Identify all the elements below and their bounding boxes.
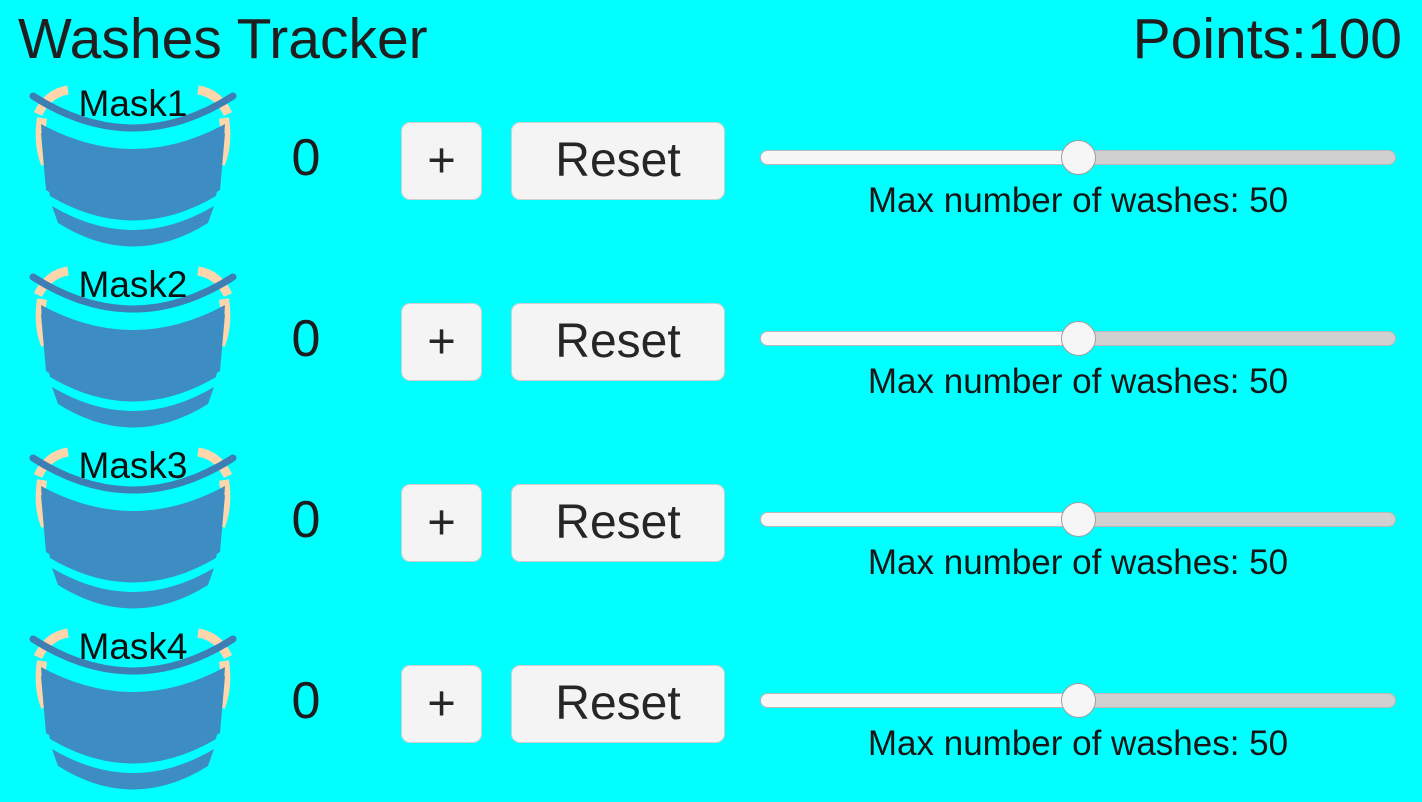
max-washes-slider[interactable] (760, 683, 1396, 718)
increment-button[interactable]: + (401, 484, 482, 562)
slider-track-fill (760, 693, 1078, 708)
wash-count: 0 (291, 129, 321, 187)
mask-icon-cell: Mask2 (8, 259, 258, 434)
face-mask-icon (29, 266, 237, 428)
face-mask-icon (29, 447, 237, 609)
mask-row: Mask1 0 + Reset Max number of washes: 50 (0, 78, 1422, 259)
slider-track-fill (760, 150, 1078, 165)
slider-thumb[interactable] (1060, 683, 1096, 718)
slider-thumb[interactable] (1060, 140, 1096, 175)
max-washes-slider-group: Max number of washes: 50 (760, 661, 1396, 786)
reset-button[interactable]: Reset (511, 484, 725, 562)
wash-count: 0 (291, 672, 321, 730)
slider-track-fill (760, 331, 1078, 346)
max-washes-slider-group: Max number of washes: 50 (760, 118, 1396, 243)
max-washes-slider-group: Max number of washes: 50 (760, 480, 1396, 605)
reset-button[interactable]: Reset (511, 303, 725, 381)
mask-icon-cell: Mask3 (8, 440, 258, 615)
reset-button[interactable]: Reset (511, 665, 725, 743)
slider-track-fill (760, 512, 1078, 527)
max-washes-slider[interactable] (760, 140, 1396, 175)
increment-button[interactable]: + (401, 303, 482, 381)
slider-thumb[interactable] (1060, 502, 1096, 537)
face-mask-icon (29, 85, 237, 247)
mask-rows-container: Mask1 0 + Reset Max number of washes: 50 (0, 78, 1422, 800)
mask-row: Mask4 0 + Reset Max number of washes: 50 (0, 621, 1422, 802)
max-washes-caption: Max number of washes: 50 (867, 181, 1289, 220)
face-mask-icon (29, 628, 237, 790)
max-washes-caption: Max number of washes: 50 (867, 362, 1289, 401)
max-washes-slider[interactable] (760, 321, 1396, 356)
slider-thumb[interactable] (1060, 321, 1096, 356)
max-washes-slider-group: Max number of washes: 50 (760, 299, 1396, 424)
max-washes-caption: Max number of washes: 50 (867, 543, 1289, 582)
increment-button[interactable]: + (401, 122, 482, 200)
app-header: Washes Tracker Points:100 (0, 0, 1422, 78)
mask-row: Mask3 0 + Reset Max number of washes: 50 (0, 440, 1422, 621)
max-washes-slider[interactable] (760, 502, 1396, 537)
reset-button[interactable]: Reset (511, 122, 725, 200)
page-title: Washes Tracker (18, 7, 428, 71)
mask-row: Mask2 0 + Reset Max number of washes: 50 (0, 259, 1422, 440)
wash-count: 0 (291, 491, 321, 549)
max-washes-caption: Max number of washes: 50 (867, 724, 1289, 763)
mask-icon-cell: Mask4 (8, 621, 258, 796)
increment-button[interactable]: + (401, 665, 482, 743)
wash-count: 0 (291, 310, 321, 368)
mask-icon-cell: Mask1 (8, 78, 258, 253)
points-display: Points:100 (1132, 7, 1402, 71)
